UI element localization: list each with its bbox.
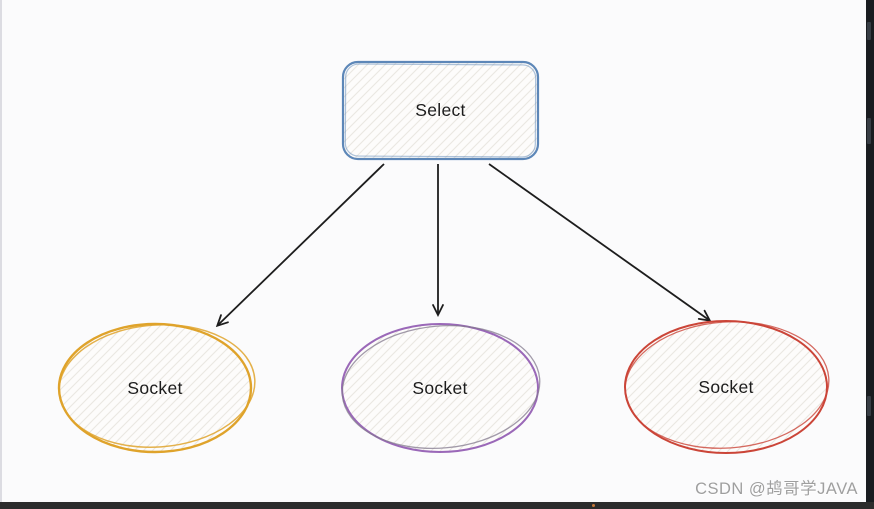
progress-dot (592, 504, 595, 507)
window-bottom-bar (0, 502, 874, 509)
socket-2-label: Socket (412, 377, 468, 398)
right-strip-mark (867, 118, 871, 144)
window-right-strip (866, 0, 874, 509)
watermark-text: CSDN @鸪哥学JAVA (695, 480, 858, 498)
socket-3-label: Socket (698, 376, 754, 397)
right-strip-mark (867, 22, 871, 40)
arrow-select-to-socket-3 (488, 163, 709, 320)
socket-2-ellipse-sketch (341, 324, 541, 450)
socket-1-ellipse-sketch (58, 324, 256, 448)
select-node-box (341, 60, 540, 161)
socket-3-ellipse-sketch (624, 321, 830, 449)
window-left-edge (0, 0, 2, 509)
select-node-box-sketch (344, 63, 537, 158)
select-node-label: Select (415, 100, 466, 120)
right-strip-mark (867, 396, 871, 416)
socket-1-label: Socket (127, 377, 183, 398)
arrow-select-to-socket-1 (218, 163, 385, 325)
